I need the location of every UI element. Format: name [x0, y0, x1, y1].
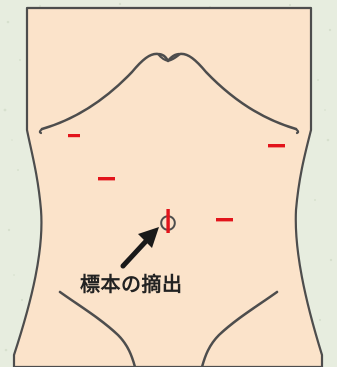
incision-right-upper — [268, 144, 285, 147]
annotation-label: 標本の摘出 — [80, 272, 183, 296]
incision-right-mid — [216, 218, 233, 221]
incision-left-mid — [98, 177, 115, 180]
incision-umbilical — [166, 209, 169, 233]
incision-left-upper — [68, 134, 80, 137]
